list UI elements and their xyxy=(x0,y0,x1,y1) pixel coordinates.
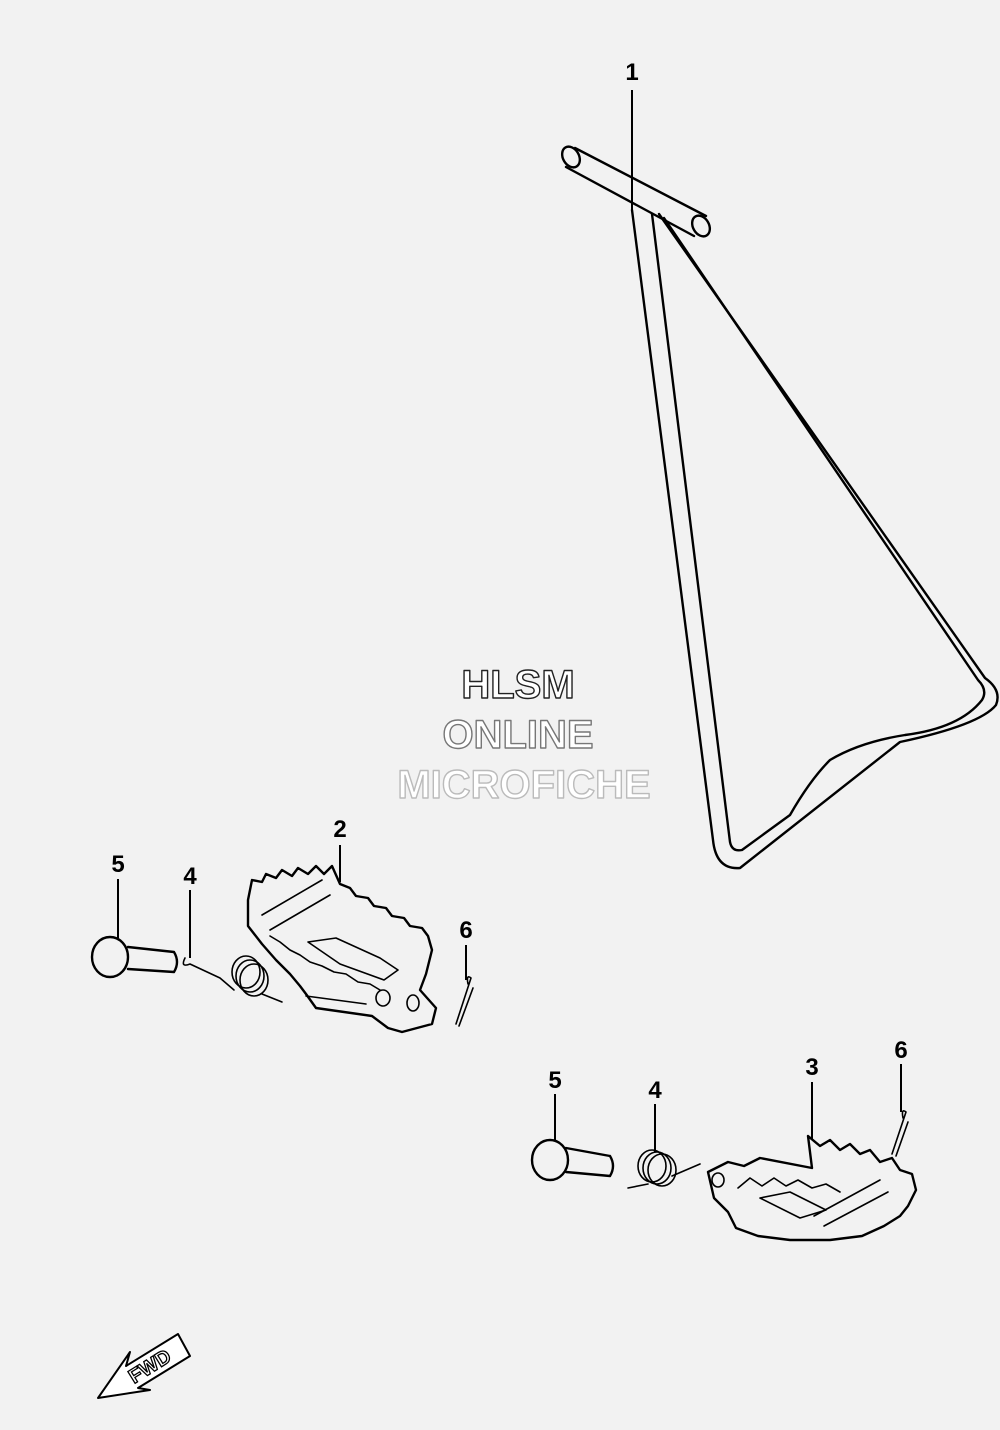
right-footrest-part xyxy=(706,1134,918,1242)
left-spring-part xyxy=(182,955,283,1003)
callout-5-right: 5 xyxy=(548,1067,561,1094)
callout-1: 1 xyxy=(625,59,638,86)
right-spring-part xyxy=(627,1149,701,1189)
leader-lines xyxy=(117,90,902,1152)
watermark: HLSM ONLINE MICROFICHE xyxy=(397,662,652,807)
watermark-line-1: HLSM xyxy=(461,663,574,707)
callout-5-left: 5 xyxy=(111,851,124,878)
left-cotter-pin-part xyxy=(455,976,474,1027)
fwd-arrow-icon xyxy=(97,1333,191,1399)
left-pin-part xyxy=(90,935,179,979)
callout-2: 2 xyxy=(333,816,346,843)
callout-3: 3 xyxy=(805,1054,818,1081)
callout-6-left: 6 xyxy=(459,917,472,944)
callout-6-right: 6 xyxy=(894,1037,907,1064)
watermark-line-2: ONLINE xyxy=(442,713,593,757)
right-pin-part xyxy=(530,1138,615,1182)
stand-part xyxy=(560,145,999,870)
callout-4-right: 4 xyxy=(648,1077,662,1104)
fwd-direction-badge: FWD xyxy=(97,1333,191,1399)
callout-4-left: 4 xyxy=(183,863,197,890)
right-cotter-pin-part xyxy=(891,1110,909,1157)
left-footrest-part xyxy=(246,864,438,1034)
watermark-line-3: MICROFICHE xyxy=(397,763,650,807)
